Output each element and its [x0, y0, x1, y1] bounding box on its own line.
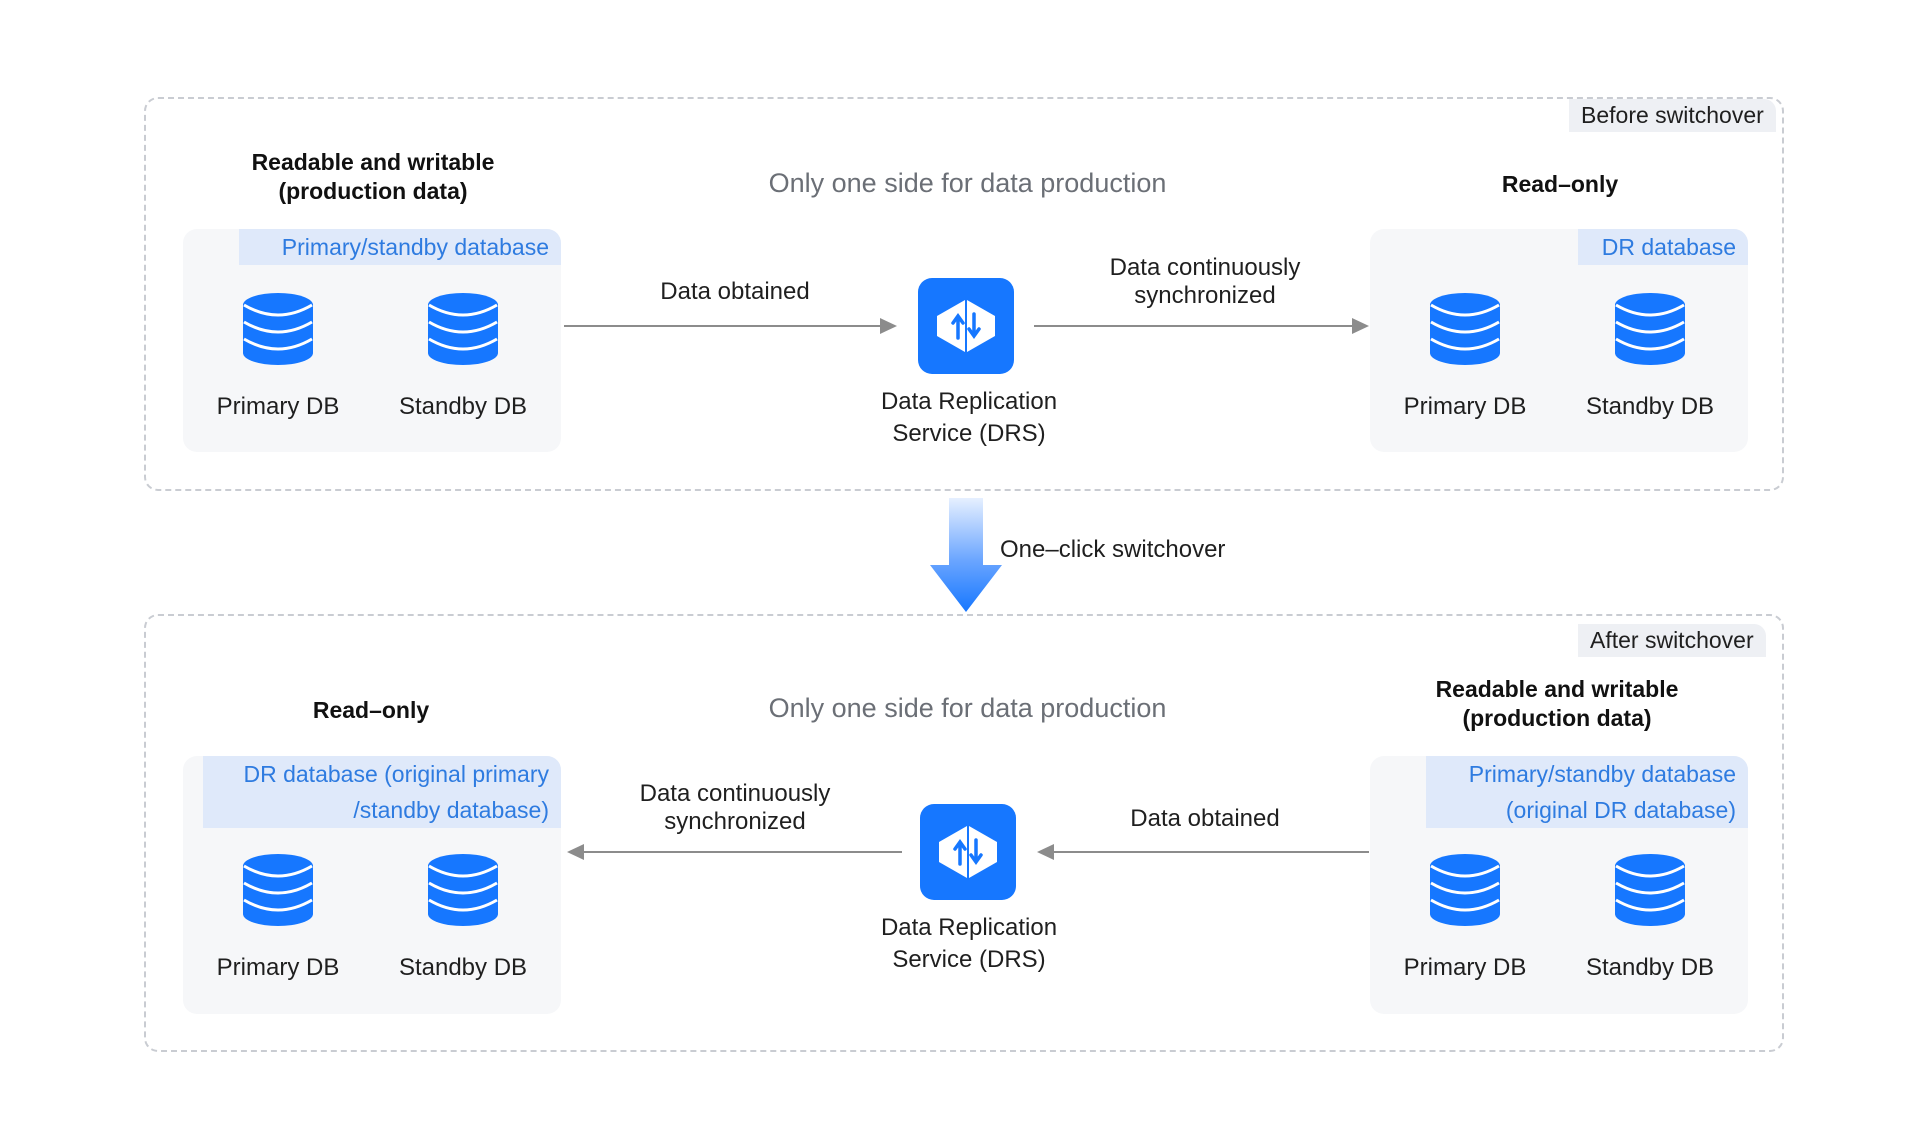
after-left-primary-db: Primary DB [203, 852, 353, 982]
after-edge-in-label: Data obtained [1130, 805, 1280, 832]
before-left-panel: Primary/standby database Primary DB Stan… [183, 229, 561, 452]
after-left-standby-db: Standby DB [388, 852, 538, 982]
before-switchover-tag: Before switchover [1569, 99, 1776, 132]
after-drs-label: Data Replication Service (DRS) [880, 914, 1058, 973]
before-right-panel: DR database Primary DB Standby DB [1370, 229, 1748, 452]
after-drs-node [920, 804, 1016, 900]
database-icon [428, 293, 498, 365]
before-drs-node [918, 278, 1014, 374]
database-icon [428, 854, 498, 926]
after-right-heading: Readable and writable (production data) [1435, 676, 1679, 731]
after-switchover-frame [144, 614, 1784, 1052]
after-right-standby-db: Standby DB [1575, 852, 1725, 982]
database-icon [1430, 293, 1500, 365]
after-right-panel-tag: Primary/standby database (original DR da… [1426, 756, 1748, 828]
after-arrow-synchronized [567, 844, 902, 860]
after-edge-out-label: Data continuously synchronized [639, 780, 831, 835]
before-right-primary-db: Primary DB [1390, 291, 1540, 421]
before-arrow-obtained [564, 318, 897, 334]
before-arrow-synchronized [1034, 318, 1369, 334]
down-arrow-icon [930, 498, 1002, 612]
before-left-primary-db: Primary DB [203, 291, 353, 421]
drs-replication-icon [939, 826, 997, 878]
before-center-note: Only one side for data production [768, 168, 1167, 198]
after-right-primary-db: Primary DB [1390, 852, 1540, 982]
before-left-panel-tag: Primary/standby database [239, 229, 561, 265]
switchover-label: One–click switchover [1000, 536, 1226, 563]
before-left-heading: Readable and writable (production data) [251, 149, 495, 204]
database-icon [1615, 854, 1685, 926]
before-edge-out-label: Data continuously synchronized [1109, 254, 1301, 309]
after-center-note: Only one side for data production [768, 693, 1167, 723]
before-right-panel-tag: DR database [1578, 229, 1748, 265]
primary-db-label: Primary DB [216, 954, 340, 981]
standby-db-label: Standby DB [1585, 954, 1715, 981]
database-icon [1430, 854, 1500, 926]
before-right-standby-db: Standby DB [1575, 291, 1725, 421]
database-icon [1615, 293, 1685, 365]
after-arrow-obtained [1037, 844, 1369, 860]
after-left-panel-tag: DR database (original primary /standby d… [203, 756, 561, 828]
database-icon [243, 293, 313, 365]
standby-db-label: Standby DB [398, 954, 528, 981]
after-left-panel: DR database (original primary /standby d… [183, 756, 561, 1014]
after-left-heading: Read–only [312, 697, 430, 723]
primary-db-label: Primary DB [1403, 954, 1527, 981]
standby-db-label: Standby DB [1585, 393, 1715, 420]
primary-db-label: Primary DB [1403, 393, 1527, 420]
primary-db-label: Primary DB [216, 393, 340, 420]
before-right-heading: Read–only [1501, 171, 1619, 197]
after-right-panel: Primary/standby database (original DR da… [1370, 756, 1748, 1014]
before-switchover-frame [144, 97, 1784, 491]
after-switchover-tag: After switchover [1578, 624, 1766, 657]
drs-replication-icon [937, 300, 995, 352]
standby-db-label: Standby DB [398, 393, 528, 420]
before-left-standby-db: Standby DB [388, 291, 538, 421]
before-edge-in-label: Data obtained [660, 278, 810, 305]
database-icon [243, 854, 313, 926]
before-drs-label: Data Replication Service (DRS) [880, 388, 1058, 447]
